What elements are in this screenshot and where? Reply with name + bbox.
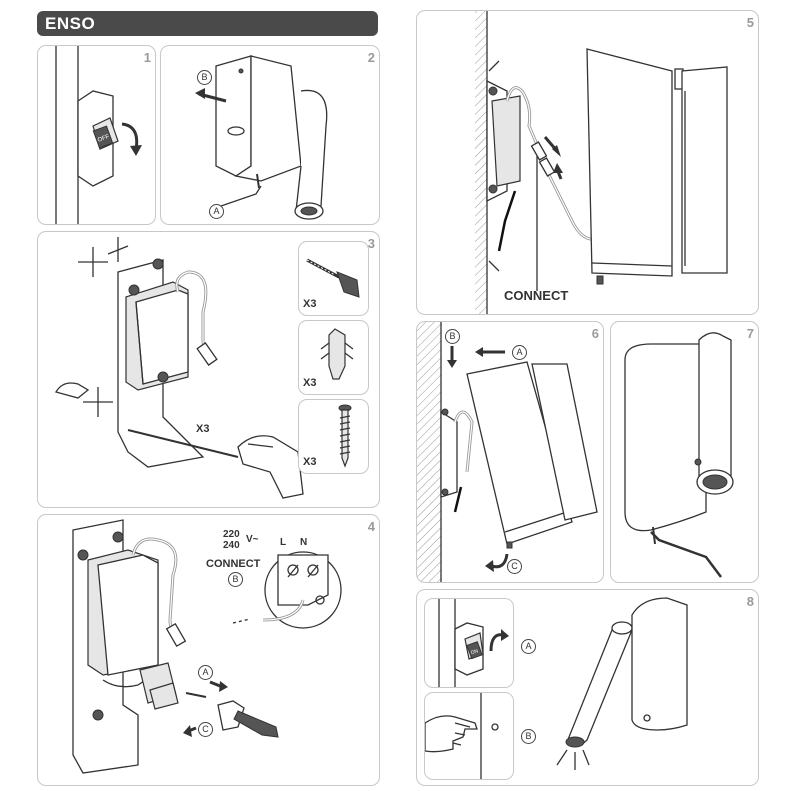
step-5-panel: 5 CONNECT bbox=[416, 10, 759, 315]
step-1-number: 1 bbox=[143, 50, 151, 65]
step-5-number: 5 bbox=[746, 15, 754, 30]
wall-plug-quantity: X3 bbox=[303, 377, 317, 389]
brand-header: ENSO bbox=[37, 11, 378, 36]
screw-icon bbox=[338, 404, 352, 468]
lamp-on-illustration bbox=[556, 597, 688, 770]
brand-name: ENSO bbox=[45, 14, 96, 33]
wall-plug-icon bbox=[320, 328, 354, 380]
wall-switch-on-illustration: ON bbox=[438, 599, 509, 687]
step-6-callout-c: C bbox=[507, 559, 522, 574]
svg-text:OFF: OFF bbox=[97, 134, 111, 144]
step-2-number: 2 bbox=[367, 50, 375, 65]
voltage-unit: V~ bbox=[246, 534, 259, 545]
secure-screw-illustration bbox=[624, 332, 734, 578]
step-4-panel: 4 220 240 V~ L N CONNECT B A C bbox=[37, 514, 380, 786]
drill-quantity: X3 bbox=[303, 298, 317, 310]
step-8-switch-on-card: ON bbox=[424, 598, 514, 688]
step-8-touch-card bbox=[424, 692, 514, 780]
drill-icon bbox=[306, 258, 360, 298]
step-4-callout-c: C bbox=[198, 722, 213, 737]
step-6-callout-b: B bbox=[445, 329, 460, 344]
step-8-number: 8 bbox=[746, 594, 754, 609]
step-3-kit-plug-card: X3 bbox=[298, 320, 369, 395]
wall-switch-off-illustration: OFF bbox=[55, 46, 142, 224]
step-7-number: 7 bbox=[746, 326, 754, 341]
step-4-callout-a: A bbox=[198, 665, 213, 680]
step-6-number: 6 bbox=[591, 326, 599, 341]
voltage-top: 220 bbox=[223, 529, 240, 540]
step-7-panel: 7 bbox=[610, 321, 759, 583]
attach-lamp-illustration bbox=[417, 322, 598, 582]
step-3-number: 3 bbox=[367, 236, 375, 251]
step-3-kit-screw-card: X3 bbox=[298, 399, 369, 474]
step-4-connect-label: CONNECT bbox=[206, 558, 261, 570]
step-2-panel: 2 B A bbox=[160, 45, 380, 225]
bracket-removal-illustration bbox=[195, 55, 328, 220]
bracket-mounting-illustration bbox=[55, 237, 304, 499]
terminal-l: L bbox=[280, 537, 287, 548]
step-3-quantity: X3 bbox=[196, 423, 210, 435]
wiring-illustration bbox=[72, 519, 342, 774]
voltage-bottom: 240 bbox=[223, 540, 240, 551]
switch-on-text: ON bbox=[470, 648, 479, 656]
step-3-kit-drill-card: X3 bbox=[298, 241, 369, 316]
step-4-callout-b: B bbox=[228, 572, 243, 587]
step-8-callout-a: A bbox=[521, 639, 536, 654]
step-6-panel: 6 B A C bbox=[416, 321, 604, 583]
step-4-number: 4 bbox=[367, 519, 375, 534]
step-8-panel: 8 ON A B bbox=[416, 589, 759, 786]
step-8-callout-b: B bbox=[521, 729, 536, 744]
step-2-callout-b: B bbox=[197, 70, 212, 85]
step-6-callout-a: A bbox=[512, 345, 527, 360]
hand-touch-illustration bbox=[425, 693, 499, 779]
connect-lamp-illustration bbox=[475, 11, 728, 314]
step-2-callout-a: A bbox=[209, 204, 224, 219]
step-5-connect-label: CONNECT bbox=[504, 288, 569, 303]
terminal-n: N bbox=[300, 537, 308, 548]
screw-quantity: X3 bbox=[303, 456, 317, 468]
step-1-panel: 1 OFF bbox=[37, 45, 156, 225]
